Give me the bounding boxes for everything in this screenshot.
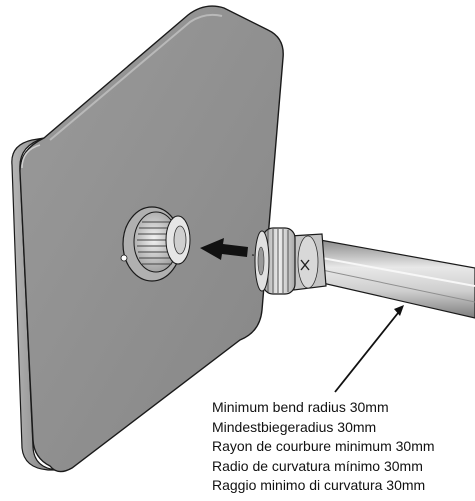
leader-line xyxy=(334,305,404,393)
cable-connector xyxy=(254,227,327,295)
bulkhead-fitting xyxy=(120,206,191,282)
insert-direction-arrow xyxy=(200,238,265,260)
cable xyxy=(317,239,475,319)
unlock-cross-symbol xyxy=(300,259,310,271)
caption-line-fr: Rayon de courbure minimum 30mm xyxy=(212,438,435,455)
caption-line-de: Mindestbiegeradius 30mm xyxy=(212,418,377,435)
bend-radius-caption: Minimum bend radius 30mm Mindestbiegerad… xyxy=(212,398,474,496)
panel-edge xyxy=(11,137,58,471)
caption-line-it: Raggio minimo di curvatura 30mm xyxy=(212,477,426,494)
caption-line-es: Radio de curvatura mínimo 30mm xyxy=(212,457,423,474)
caption-line-en: Minimum bend radius 30mm xyxy=(212,399,389,415)
